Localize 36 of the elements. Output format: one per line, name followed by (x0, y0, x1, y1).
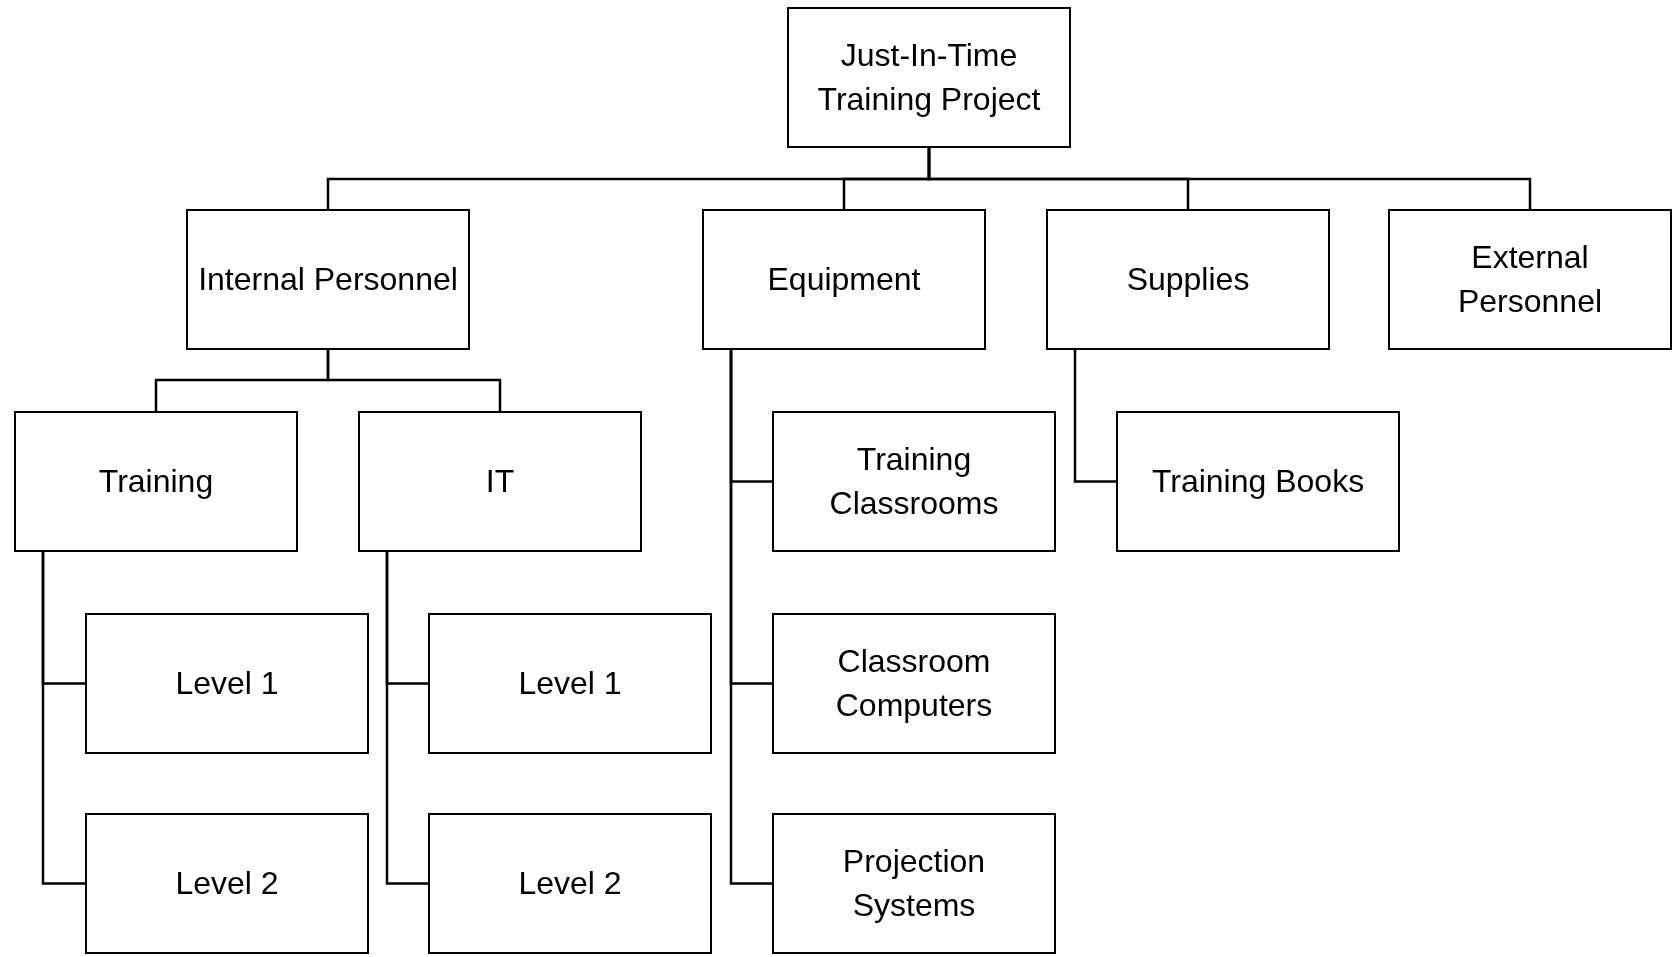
box-label: Level 2 (518, 863, 622, 903)
connector-line (1073, 350, 1116, 483)
org-box (186, 209, 470, 350)
org-box (702, 209, 986, 350)
org-box (1388, 209, 1672, 350)
org-box (1046, 209, 1330, 350)
connector-line (326, 350, 502, 411)
connector-line (729, 350, 772, 885)
org-box (772, 411, 1056, 552)
org-box (772, 813, 1056, 954)
box-label: IT (485, 461, 515, 501)
box-label: Level 2 (175, 863, 279, 903)
org-box (787, 7, 1071, 148)
box-label: Level 1 (175, 663, 279, 703)
org-box (358, 411, 642, 552)
org-box (428, 813, 712, 954)
box-label: Training Classrooms (828, 440, 1000, 523)
org-box (85, 813, 369, 954)
connector-line (927, 148, 1532, 209)
box-label: Equipment (767, 259, 921, 299)
box-label: Just-In-Time Training Project (816, 36, 1042, 119)
org-box (14, 411, 298, 552)
box-label: Training Books (1151, 461, 1365, 501)
box-label: Training (98, 461, 214, 501)
box-label: Projection Systems (841, 842, 987, 925)
org-box (772, 613, 1056, 754)
box-label: External Personnel (1456, 238, 1604, 321)
org-box (85, 613, 369, 754)
box-label: Internal Personnel (198, 259, 458, 299)
org-box (1116, 411, 1400, 552)
box-label: Supplies (1126, 259, 1250, 299)
box-label: Classroom Computers (834, 642, 994, 725)
org-box (428, 613, 712, 754)
box-label: Level 1 (518, 663, 622, 703)
connector-line (41, 552, 85, 885)
connector-line (385, 552, 428, 885)
